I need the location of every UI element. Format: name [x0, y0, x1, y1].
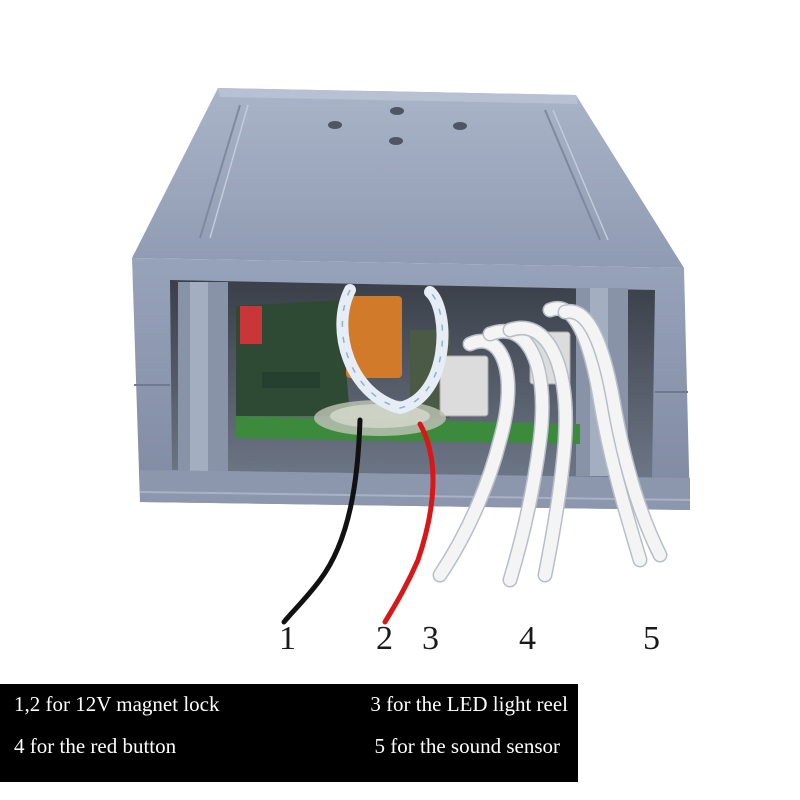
wire-label-3: 3	[422, 620, 439, 657]
wires-white-5	[542, 301, 668, 568]
legend-magnet-lock: 1,2 for 12V magnet lock	[14, 692, 220, 716]
wire-label-5: 5	[643, 620, 660, 657]
legend-sound-sensor: 5 for the sound sensor	[374, 734, 560, 758]
wires-white-3-4	[432, 320, 574, 588]
legend-red-button: 4 for the red button	[14, 734, 177, 758]
wire-black	[281, 417, 363, 625]
legend-led-light-reel: 3 for the LED light reel	[370, 692, 568, 716]
wiring-legend: 1,2 for 12V magnet lock 3 for the LED li…	[0, 684, 578, 782]
wire-label-2: 2	[376, 620, 393, 657]
wire-label-4: 4	[519, 620, 536, 657]
enclosure-top	[132, 88, 684, 268]
wire-label-1: 1	[279, 620, 296, 657]
wire-red	[382, 421, 436, 625]
